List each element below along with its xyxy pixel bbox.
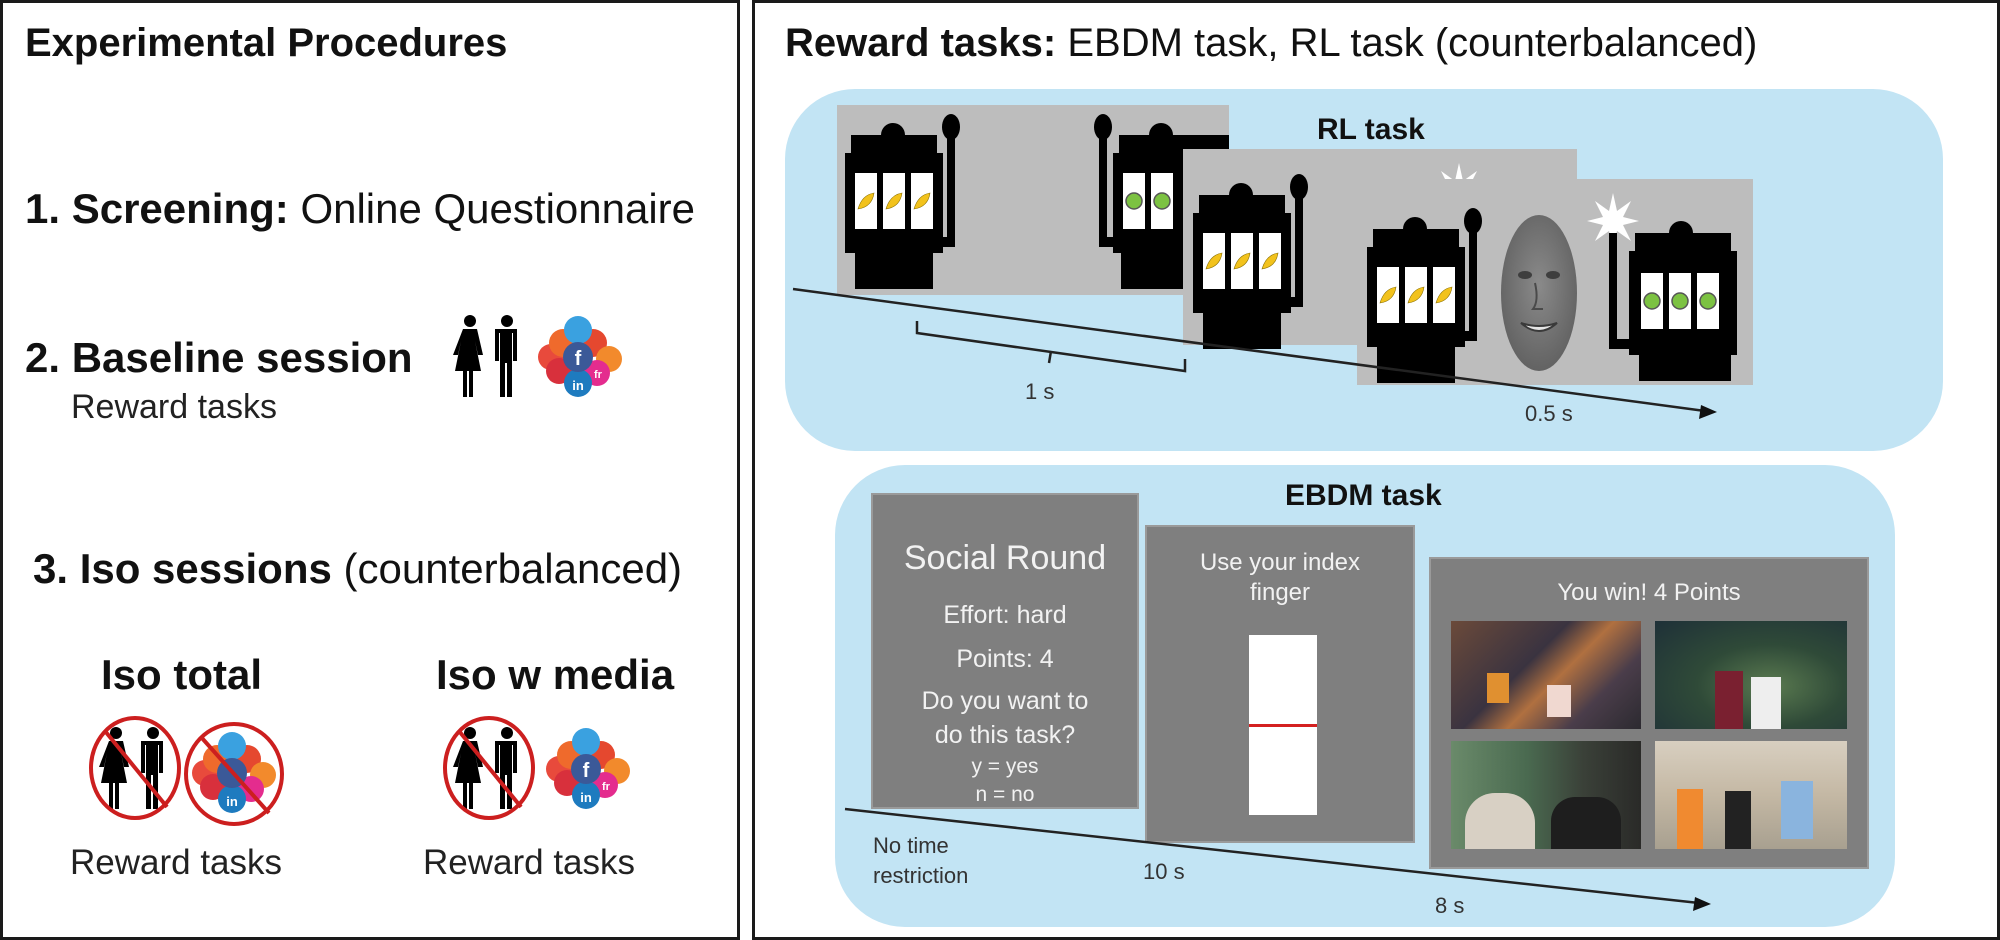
title-rest: EBDM task, RL task (counterbalanced): [1056, 21, 1758, 65]
step-detail: Online Questionnaire: [300, 185, 696, 232]
svg-text:f: f: [575, 348, 582, 370]
rl-task-label: RL task: [1317, 113, 1425, 146]
reward-tasks-panel: Reward tasks: EBDM task, RL task (counte…: [752, 0, 2000, 940]
rl-screen-1: [837, 105, 1229, 295]
svg-text:in: in: [226, 794, 238, 809]
friends-tablet-photo: [1655, 741, 1847, 849]
choice-points: Points: 4: [956, 645, 1054, 673]
choice-yes-key: y = yes: [971, 755, 1039, 778]
reward-duration: 8 s: [1435, 893, 1465, 918]
ebdm-task-label: EBDM task: [1285, 479, 1442, 512]
effort-target-line: [1249, 723, 1317, 727]
step-label: Iso sessions: [79, 545, 332, 592]
rl-duration-1s: 1 s: [1025, 379, 1055, 404]
people-prohibited-icon: [87, 713, 183, 823]
social-media-cluster-icon: f in fr: [531, 315, 631, 399]
svg-text:f: f: [583, 760, 590, 782]
step-number: 1.: [25, 185, 61, 232]
panel-title: Reward tasks: EBDM task, RL task (counte…: [785, 21, 1757, 66]
social-media-prohibited-icon: in: [181, 719, 287, 829]
slot-machine-lemons-icon: [1365, 207, 1485, 387]
friends-whispering-photo: [1655, 621, 1847, 729]
iso-media-title: Iso w media: [436, 651, 675, 698]
choice-question-line2: do this task?: [934, 721, 1076, 749]
smiling-face-image: [1499, 213, 1579, 373]
choice-duration: No time restriction: [873, 831, 968, 891]
iso-total-title: Iso total: [101, 651, 263, 698]
step-number: 3.: [33, 545, 69, 592]
step-baseline: 2. Baseline session: [25, 334, 413, 382]
svg-text:fr: fr: [602, 781, 611, 793]
people-icon: [451, 313, 527, 397]
slot-machine-lemons-icon: [1191, 173, 1311, 353]
reward-title: You win! 4 Points: [1557, 579, 1741, 606]
title-bold: Reward tasks:: [785, 21, 1057, 65]
step-iso-sessions: 3. Iso sessions (counterbalanced): [33, 545, 682, 593]
step-baseline-detail: Reward tasks: [71, 388, 277, 426]
iso-total-subtitle: Reward tasks: [70, 843, 283, 882]
effort-instruction-line2: finger: [1249, 579, 1311, 606]
experimental-procedures-panel: Experimental Procedures 1. Screening: On…: [0, 0, 740, 940]
choice-screen: Social Round Effort: hard Points: 4 Do y…: [871, 493, 1139, 809]
svg-text:fr: fr: [594, 369, 603, 381]
slot-machine-lemons-icon: [843, 113, 963, 293]
step-detail: (counterbalanced): [343, 545, 683, 592]
rl-task-box: RL task: [785, 89, 1943, 451]
choice-duration-line2: restriction: [873, 863, 969, 888]
slot-machine-green-selected-icon: [1583, 189, 1753, 385]
choice-title: Social Round: [903, 539, 1107, 577]
step-screening: 1. Screening: Online Questionnaire: [25, 185, 695, 233]
choice-effort: Effort: hard: [943, 601, 1067, 629]
step-label: Baseline session: [71, 334, 413, 381]
people-prohibited-icon: [441, 713, 537, 823]
social-media-cluster-icon: f in fr: [539, 727, 639, 817]
effort-duration: 10 s: [1143, 859, 1185, 884]
choice-question-line1: Do you want to: [921, 687, 1089, 715]
svg-text:in: in: [572, 378, 584, 393]
reward-screen: You win! 4 Points: [1429, 557, 1869, 869]
rl-screen-3: [1357, 179, 1753, 385]
effort-bar: [1249, 635, 1317, 815]
step-number: 2.: [25, 334, 61, 381]
effort-instruction-line1: Use your index: [1199, 549, 1361, 576]
ebdm-task-box: EBDM task Social Round Effort: hard Poin…: [835, 465, 1895, 927]
friends-shopping-photo: [1451, 621, 1641, 729]
rl-duration-05s: 0.5 s: [1525, 401, 1573, 426]
panel-title: Experimental Procedures: [25, 21, 508, 65]
effort-screen: Use your index finger: [1145, 525, 1415, 843]
iso-media-subtitle: Reward tasks: [423, 843, 636, 882]
choice-no-key: n = no: [975, 783, 1035, 806]
choice-duration-line1: No time: [873, 833, 949, 858]
friends-selfie-photo: [1451, 741, 1641, 849]
svg-text:in: in: [580, 790, 592, 805]
step-label: Screening:: [71, 185, 289, 232]
